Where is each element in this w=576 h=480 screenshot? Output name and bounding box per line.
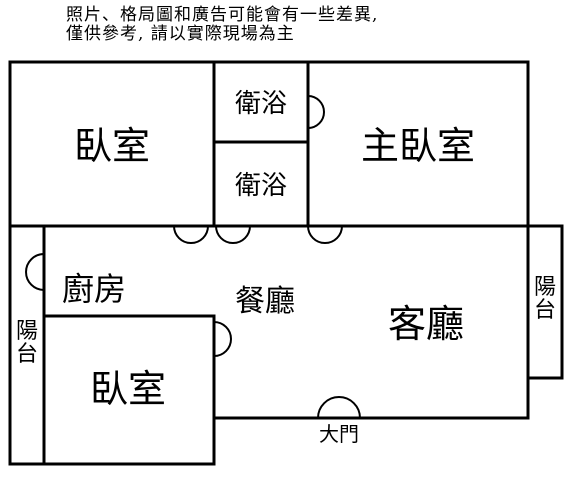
door-swings	[25, 95, 361, 419]
door-bedroom-top-left	[173, 225, 209, 244]
room-labels: 臥室 衛浴 衛浴 主臥室 廚房 餐廳 客廳 臥室 大門 陽台 陽台	[16, 89, 556, 446]
door-bath-upper	[307, 95, 325, 129]
label-bedroom-top-left: 臥室	[74, 124, 150, 168]
label-living: 客廳	[388, 302, 464, 346]
label-master-bedroom: 主臥室	[361, 124, 475, 168]
walls	[8, 60, 564, 466]
label-balcony-right: 陽台	[534, 275, 556, 323]
door-bedroom-bottom-left	[213, 321, 232, 357]
label-main-door: 大門	[319, 422, 359, 446]
label-kitchen: 廚房	[62, 270, 126, 308]
disclaimer-line-2: 僅供參考, 請以實際現場為主	[66, 24, 295, 44]
disclaimer-note: 照片、格局圖和廣告可能會有一些差異, 僅供參考, 請以實際現場為主	[66, 6, 546, 44]
door-main	[317, 396, 361, 419]
label-balcony-left: 陽台	[16, 319, 38, 367]
door-balcony-left	[25, 253, 45, 291]
wall-bedroom-bottom-left	[42, 314, 216, 466]
label-dining: 餐廳	[235, 284, 295, 319]
label-bath-upper: 衛浴	[235, 89, 287, 119]
label-bath-lower: 衛浴	[235, 171, 287, 201]
door-master-bedroom	[307, 225, 343, 244]
label-bedroom-bottom-left: 臥室	[90, 367, 166, 411]
wall-balcony-right	[526, 224, 564, 380]
disclaimer-line-1: 照片、格局圖和廣告可能會有一些差異,	[66, 5, 379, 25]
door-bath-lower	[215, 225, 251, 244]
